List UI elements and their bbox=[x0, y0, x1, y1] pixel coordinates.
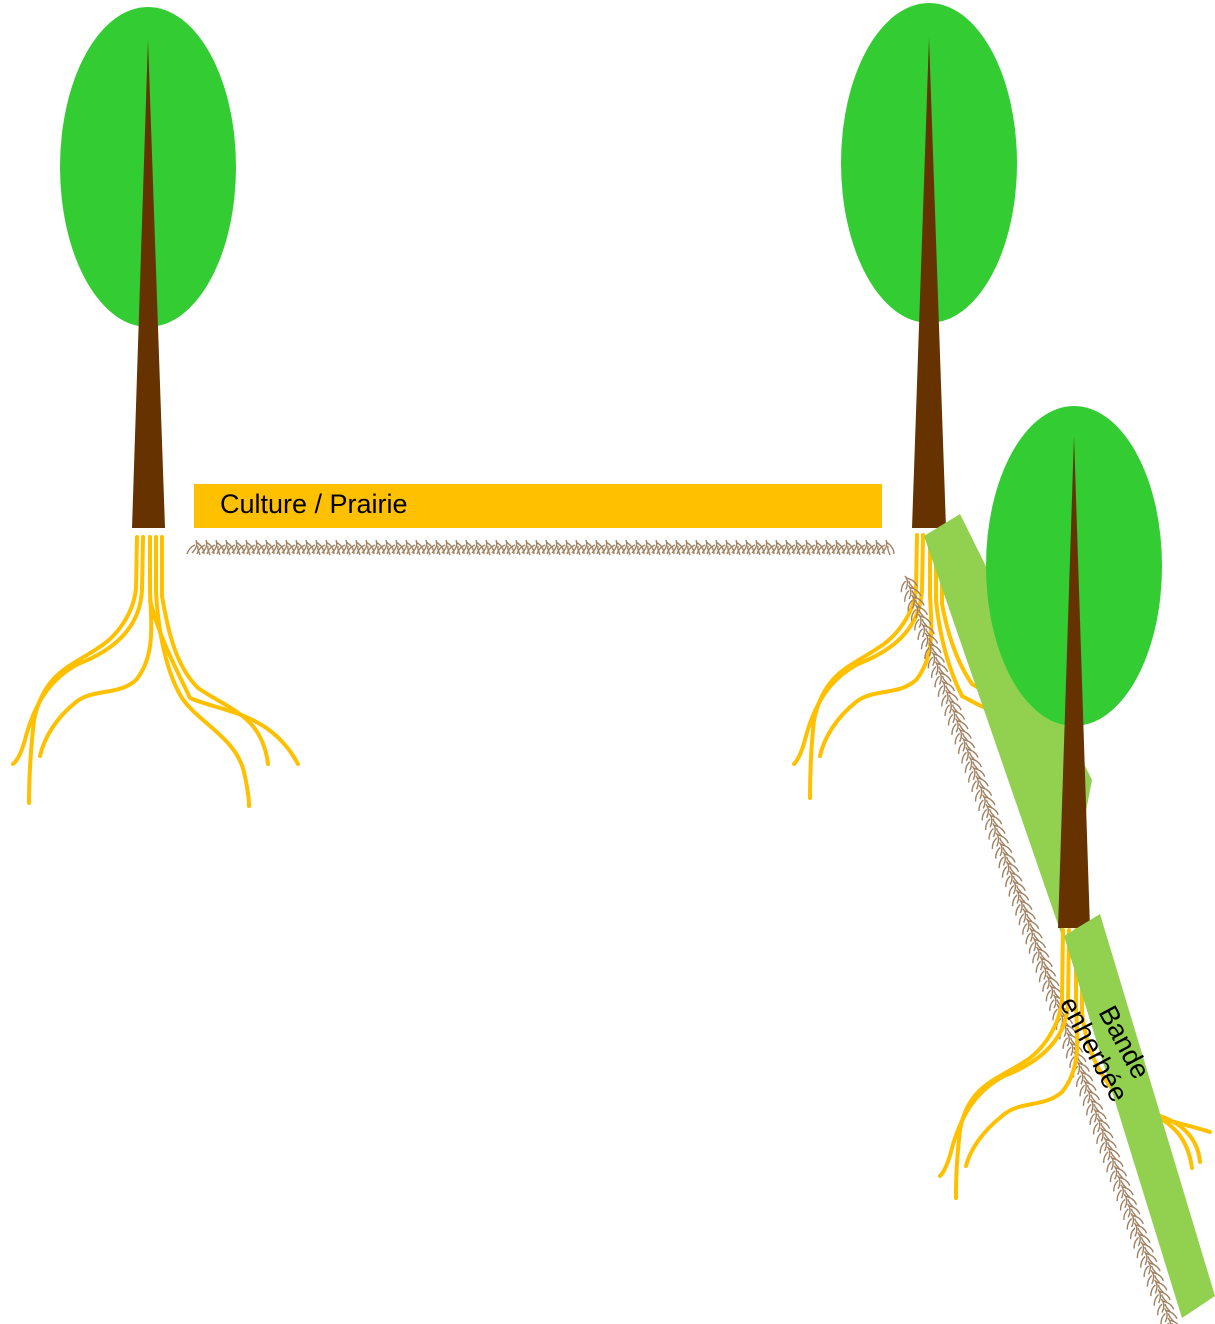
tree-left-roots bbox=[13, 537, 298, 806]
tree-left bbox=[13, 7, 298, 806]
crop-fine-roots bbox=[187, 540, 894, 555]
crop-band: Culture / Prairie bbox=[194, 484, 882, 528]
crop-band-label: Culture / Prairie bbox=[220, 489, 408, 519]
tree-right bbox=[940, 406, 1210, 1198]
grass-strip-lower bbox=[1064, 914, 1215, 1318]
